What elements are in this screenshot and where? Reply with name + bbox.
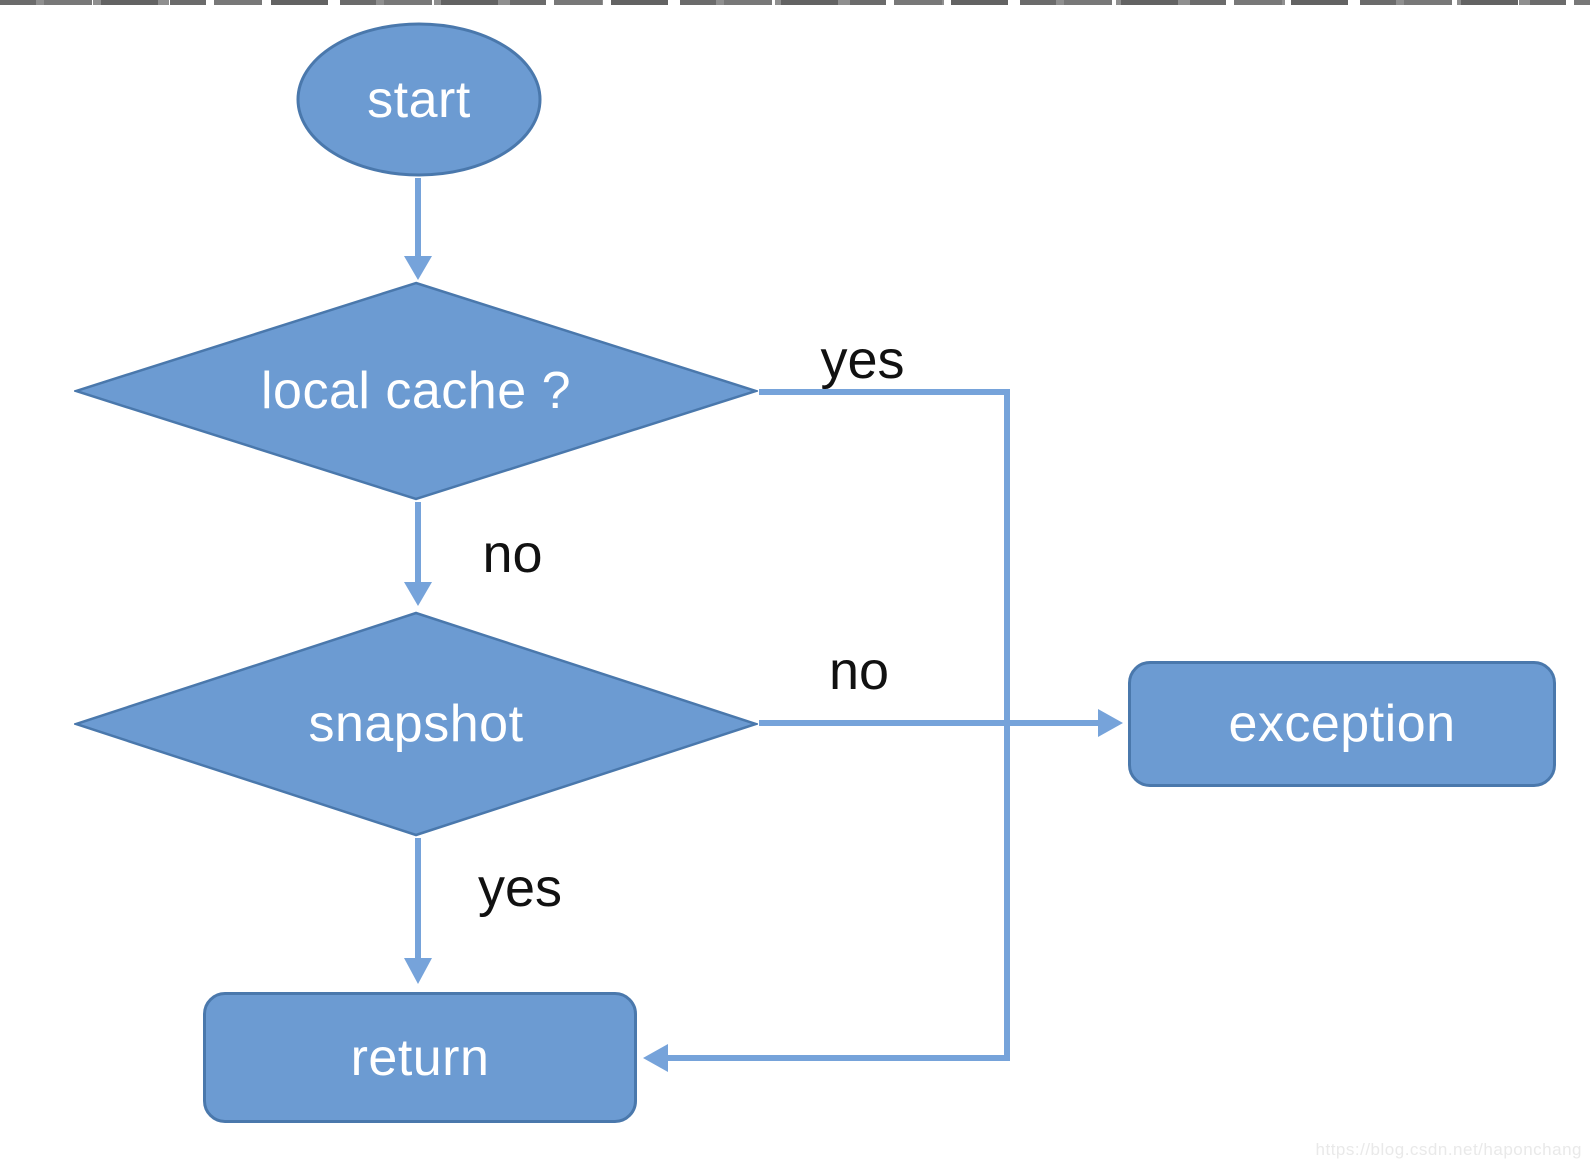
node-local-cache: local cache ?	[74, 281, 758, 501]
local-cache-label: local cache ?	[260, 362, 572, 420]
exception-label: exception	[1228, 695, 1456, 753]
ellipse-shape	[296, 22, 542, 177]
return-label: return	[350, 1028, 490, 1087]
arrowhead-down-icon	[404, 958, 432, 984]
diamond-shape	[74, 611, 758, 837]
node-return: return	[203, 992, 637, 1123]
edge-label-no-snapshot: no	[828, 641, 890, 701]
cropped-text-artifact	[0, 0, 1590, 5]
start-label: start	[367, 70, 471, 129]
node-snapshot: snapshot	[74, 611, 758, 837]
node-exception: exception	[1128, 661, 1556, 787]
snapshot-label: snapshot	[308, 695, 524, 753]
arrowhead-down-icon	[404, 256, 432, 280]
edge-label-yes-snapshot: yes	[477, 858, 563, 918]
edge-label-no-local-cache: no	[482, 524, 543, 584]
node-start: start	[295, 21, 543, 178]
diamond-shape	[74, 281, 758, 501]
arrowhead-down-icon	[404, 582, 432, 606]
watermark: https://blog.csdn.net/haponchang	[1315, 1140, 1582, 1159]
edge-label-yes-local-cache: yes	[820, 330, 905, 390]
arrowhead-left-icon	[643, 1044, 668, 1072]
arrowhead-right-icon	[1098, 709, 1123, 737]
